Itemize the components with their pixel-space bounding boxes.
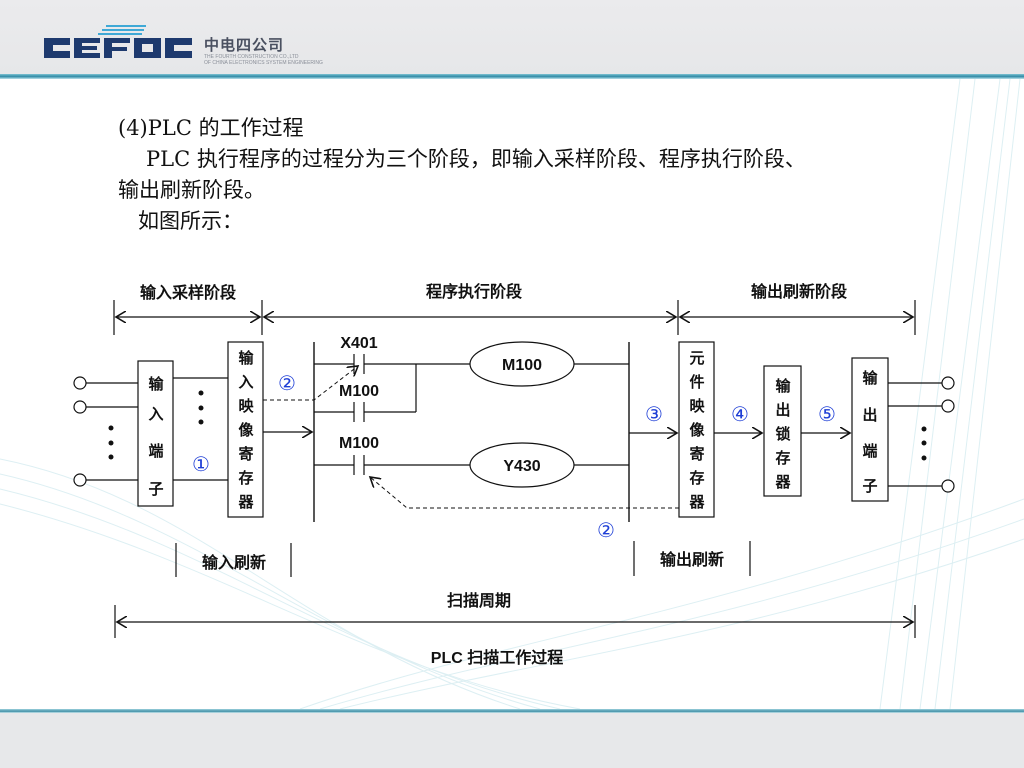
section-heading-text: (4)PLC 的工作过程 [118, 116, 304, 140]
diagram-caption: PLC 扫描工作过程 [431, 648, 563, 667]
output-ellipsis-dots [921, 426, 927, 461]
step-marker-2a: ② [278, 371, 296, 395]
svg-text:器: 器 [688, 493, 705, 511]
step-marker-2b: ② [597, 518, 615, 542]
stage-label-input-sampling: 输入采样阶段 [140, 283, 237, 302]
stage-label-program-execution: 程序执行阶段 [426, 282, 523, 301]
input-refresh-label: 输入刷新 [202, 553, 266, 572]
company-name-en-line1: THE FOURTH CONSTRUCTION CO.,LTD [204, 54, 299, 60]
contact-label-x401: X401 [340, 335, 377, 352]
step-marker-4: ④ [731, 402, 749, 426]
dashed-read-arrow-2 [370, 477, 679, 509]
cefoc-logo-icon [44, 25, 192, 58]
svg-text:存: 存 [689, 469, 704, 487]
company-name-en-line2: OF CHINA ELECTRONICS SYSTEM ENGINEERING [204, 60, 323, 66]
svg-text:映: 映 [238, 397, 254, 415]
svg-text:输: 输 [862, 369, 878, 387]
input-terminal-circle [73, 473, 87, 487]
svg-text:存: 存 [238, 469, 253, 487]
scan-cycle-label: 扫描周期 [447, 591, 511, 610]
coil-label-m100: M100 [502, 357, 542, 374]
input-terminal-circle [73, 400, 87, 414]
coil-label-y430: Y430 [503, 458, 540, 475]
svg-text:出: 出 [862, 406, 877, 424]
ladder-rung-2 [314, 442, 629, 488]
output-terminal-circle [941, 399, 955, 413]
step-marker-3: ③ [645, 402, 663, 426]
slide-footer [0, 713, 1024, 768]
output-latch-block [763, 365, 802, 497]
footer-divider [0, 709, 1024, 713]
svg-text:子: 子 [862, 477, 877, 495]
svg-text:寄: 寄 [689, 445, 704, 463]
svg-text:输: 输 [238, 349, 254, 367]
scan-cycle-dimension [114, 605, 916, 638]
svg-text:端: 端 [862, 442, 877, 460]
svg-text:入: 入 [238, 373, 253, 391]
paragraph-line-1: PLC 执行程序的过程分为三个阶段，即输入采样阶段、程序执行阶段、 [146, 147, 806, 171]
header-divider [0, 74, 1024, 79]
output-terminal-circle [941, 376, 955, 390]
element-image-register-label: 元 件 映 像 寄 存 器 [688, 349, 705, 511]
paragraph-line-3: 如图所示： [138, 209, 243, 233]
input-ellipsis-dots [108, 390, 204, 460]
svg-text:像: 像 [238, 421, 254, 439]
svg-text:子: 子 [148, 480, 163, 498]
input-terminals-label: 输 入 端 子 [148, 375, 164, 498]
svg-text:出: 出 [775, 401, 790, 419]
element-image-register-block [678, 341, 715, 518]
svg-text:入: 入 [148, 405, 163, 423]
section-heading: (4)PLC 的工作过程 [118, 112, 304, 142]
svg-text:器: 器 [774, 473, 791, 491]
svg-text:像: 像 [689, 421, 705, 439]
svg-text:映: 映 [689, 397, 705, 415]
svg-text:件: 件 [689, 373, 704, 391]
refresh-brackets [175, 541, 751, 577]
input-image-register-block [227, 341, 264, 518]
svg-text:存: 存 [775, 449, 790, 467]
svg-text:器: 器 [237, 493, 254, 511]
stage-dimension-lines [113, 300, 916, 335]
input-terminal-circle [73, 376, 87, 390]
output-latch-label: 输 出 锁 存 器 [774, 377, 791, 491]
contact-label-m100-b: M100 [339, 435, 379, 452]
output-terminal-circle [941, 479, 955, 493]
contact-label-m100-a: M100 [339, 383, 379, 400]
ladder-rung-1 [314, 341, 629, 422]
company-logo [44, 25, 196, 69]
svg-text:锁: 锁 [775, 425, 790, 443]
output-terminals-block [851, 357, 889, 502]
svg-text:元: 元 [689, 349, 704, 367]
step-marker-1: ① [192, 452, 210, 476]
company-name-en: THE FOURTH CONSTRUCTION CO.,LTD OF CHINA… [204, 54, 323, 66]
input-image-register-label: 输 入 映 像 寄 存 器 [237, 349, 254, 511]
step-marker-5: ⑤ [818, 402, 836, 426]
svg-text:寄: 寄 [238, 445, 253, 463]
company-name-cn: 中电四公司 [204, 36, 285, 54]
slide-header [0, 0, 1024, 74]
svg-text:端: 端 [148, 442, 163, 460]
svg-text:输: 输 [148, 375, 164, 393]
stage-label-output-refresh: 输出刷新阶段 [751, 282, 848, 301]
paragraph-line-2: 输出刷新阶段。 [118, 178, 265, 202]
input-terminals-block [137, 360, 174, 507]
svg-text:输: 输 [775, 377, 791, 395]
output-refresh-label: 输出刷新 [660, 550, 724, 569]
input-terminal-connectors [73, 376, 138, 487]
output-terminal-connectors [888, 376, 955, 493]
output-terminals-label: 输 出 端 子 [862, 369, 878, 495]
